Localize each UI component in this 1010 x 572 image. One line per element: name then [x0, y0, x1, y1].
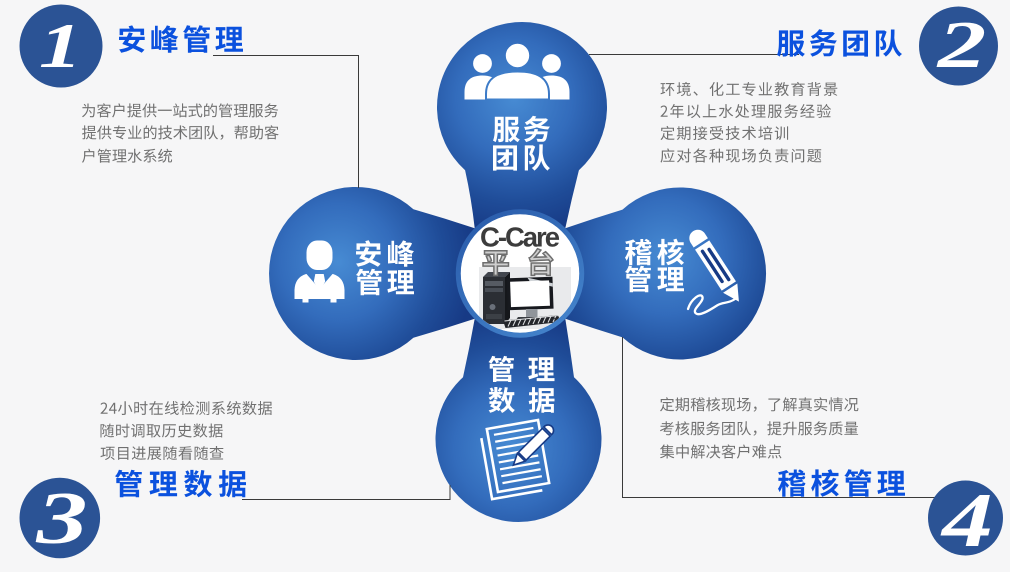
svg-text:1: 1: [39, 11, 82, 82]
svg-text:C-Care: C-Care: [480, 222, 560, 253]
svg-text:3: 3: [35, 478, 87, 559]
svg-text:4: 4: [940, 478, 993, 563]
svg-text:2: 2: [935, 8, 986, 82]
